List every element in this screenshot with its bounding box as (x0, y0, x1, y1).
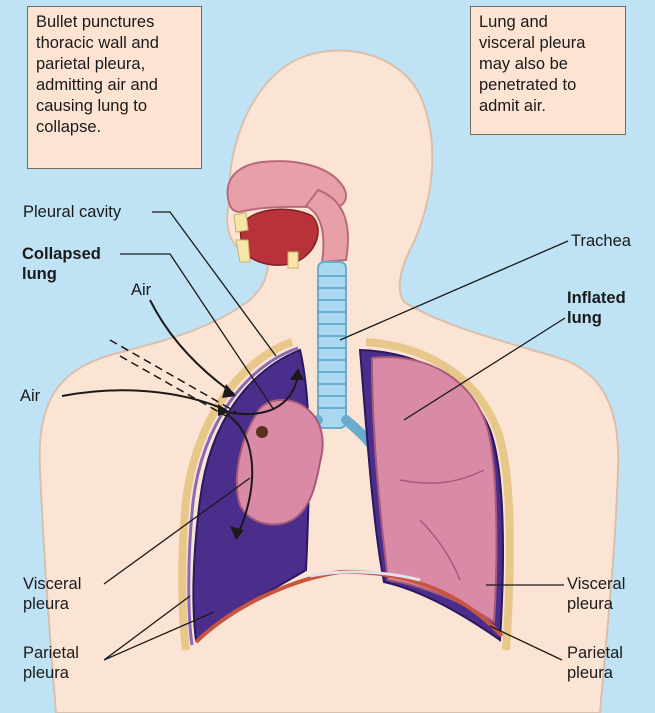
label-collapsed-lung: Collapsed lung (22, 244, 101, 284)
label-parietal-pleura-right: Parietal pleura (567, 643, 623, 683)
label-trachea: Trachea (571, 231, 631, 251)
label-air-left: Air (20, 386, 40, 406)
label-air-top: Air (131, 280, 151, 300)
lung-penetration-callout: Lung and visceral pleura may also be pen… (470, 6, 626, 135)
label-inflated-lung: Inflated lung (567, 288, 626, 328)
label-visceral-pleura-left: Visceral pleura (23, 574, 81, 614)
label-parietal-pleura-left: Parietal pleura (23, 643, 79, 683)
bullet-callout: Bullet punctures thoracic wall and parie… (27, 6, 202, 169)
label-visceral-pleura-right: Visceral pleura (567, 574, 625, 614)
bullet-wound (256, 426, 268, 438)
label-pleural-cavity: Pleural cavity (23, 202, 121, 222)
